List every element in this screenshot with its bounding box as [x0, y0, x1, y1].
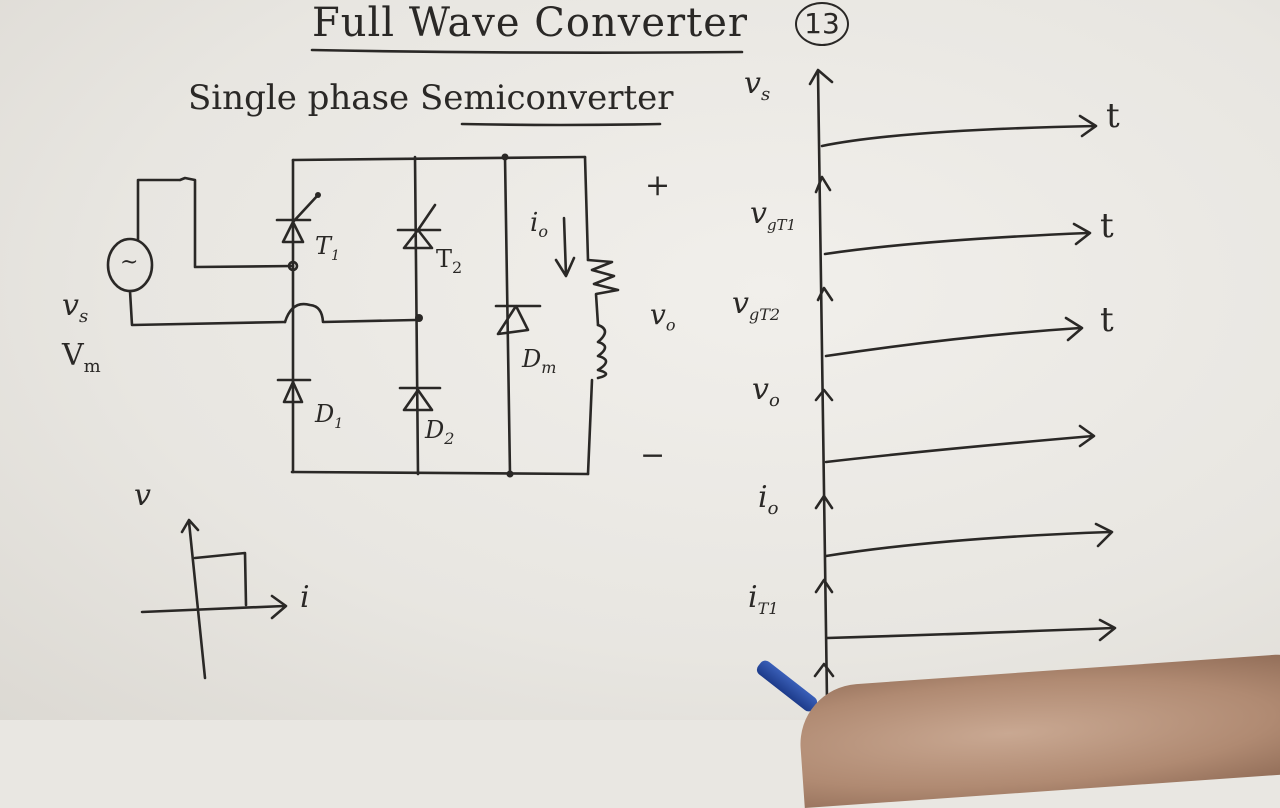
circuit-diagram: [106, 48, 1117, 702]
waveform-label-vo: vo: [752, 372, 780, 411]
label-t2: T2: [436, 245, 463, 277]
page-title: Full Wave Converter: [312, 0, 748, 46]
paper-background: [0, 0, 1280, 720]
vi-x-label: i: [300, 580, 310, 615]
waveform-vertical-axis: [816, 70, 829, 702]
bottom-bus: [290, 470, 590, 476]
thyristor-t1-icon: [275, 193, 320, 244]
output-voltage-label: vo: [650, 298, 676, 335]
diode-dm-icon: [494, 304, 542, 336]
vi-y-axis: [180, 518, 207, 680]
time-label-vs: t: [1106, 96, 1120, 136]
peak-voltage-label: Vm: [62, 338, 101, 377]
vi-operating-region: [193, 551, 248, 607]
page-number-badge: 13: [795, 2, 849, 46]
source-top-wire: [136, 176, 295, 269]
output-plus-label: +: [645, 168, 671, 203]
label-d1: D1: [315, 400, 344, 432]
waveform-label-vgt1: vgT1: [750, 196, 797, 234]
axis-top-arrow-icon: [808, 68, 834, 86]
time-axis-vo: [824, 424, 1096, 464]
time-axis-vs: [820, 114, 1098, 148]
title-underline: [310, 48, 744, 54]
source-voltage-label: vs: [62, 288, 89, 327]
dm-leg-wire: [503, 155, 512, 476]
time-axis-vgt1: [823, 222, 1092, 256]
ac-source-symbol: ~: [120, 250, 139, 275]
vi-y-label: v: [134, 478, 151, 513]
junction-t1: [287, 260, 299, 272]
diode-d2-icon: [398, 386, 442, 412]
inductor-icon: [596, 323, 608, 380]
vi-x-axis: [140, 594, 288, 620]
top-bus: [291, 155, 587, 162]
time-label-vgt2: t: [1100, 300, 1114, 340]
waveform-label-vs: vs: [744, 66, 771, 105]
time-axis-io: [824, 522, 1114, 558]
resistor-icon: [586, 258, 620, 327]
diode-d1-icon: [276, 378, 312, 404]
load-current-label: io: [530, 208, 548, 242]
label-t1: T1: [315, 232, 340, 264]
load-wire-top: [583, 155, 590, 262]
current-arrow-icon: [554, 216, 576, 278]
waveform-label-io: io: [758, 480, 779, 519]
label-dm: Dm: [522, 345, 557, 377]
label-d2: D2: [425, 416, 455, 448]
output-minus-label: −: [640, 438, 666, 473]
time-label-vgt1: t: [1100, 206, 1114, 246]
subtitle-underline: [460, 122, 662, 127]
page-subtitle: Single phase Semiconverter: [188, 78, 674, 118]
wire-crossover: [283, 302, 417, 324]
waveform-label-vgt2: vgT2: [732, 286, 781, 324]
waveform-label-it1: iT1: [748, 580, 779, 618]
time-axis-vgt2: [824, 316, 1084, 358]
time-axis-it1: [825, 618, 1117, 642]
load-wire-bottom: [586, 378, 594, 476]
source-bottom-wire: [128, 289, 287, 327]
thyristor-t2-icon: [396, 203, 442, 250]
